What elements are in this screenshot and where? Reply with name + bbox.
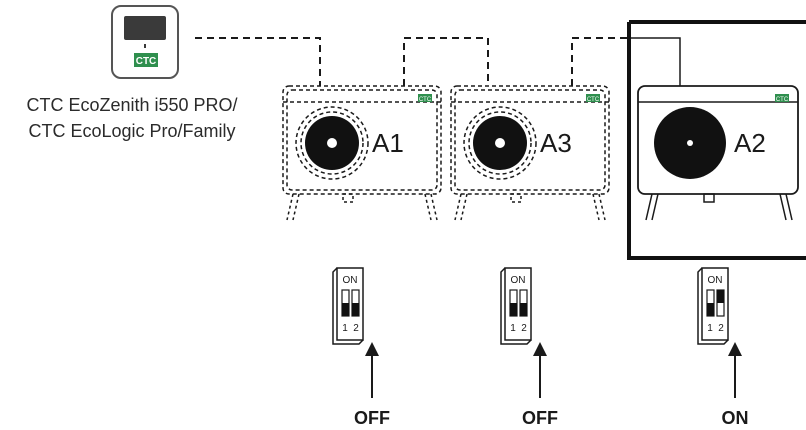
dip-2-label: 2 <box>718 323 724 334</box>
heat-pump-a3: CTC A3 <box>450 85 610 221</box>
controller-caption-line2: CTC EcoLogic Pro/Family <box>28 121 236 141</box>
fan-icon <box>295 106 369 180</box>
switch-state-a2: ON <box>722 408 749 428</box>
dip-1-label: 1 <box>510 323 516 334</box>
dip-on-label: ON <box>511 275 526 286</box>
controller-caption-line1: CTC EcoZenith i550 PRO/ <box>26 95 238 115</box>
controller-screen <box>124 16 166 40</box>
unit-label-a3: A3 <box>540 128 572 158</box>
ctc-badge-text: CTC <box>587 97 600 103</box>
heat-pump-a2: CTC A2 <box>637 85 799 221</box>
ctc-logo <box>134 53 158 67</box>
unit-label-a1: A1 <box>372 128 404 158</box>
communication-bus <box>195 37 629 86</box>
ctc-badge <box>586 94 600 102</box>
dip-switch-a3: ON 1 2 <box>500 267 532 345</box>
dip-2-label: 2 <box>521 323 527 334</box>
ctc-badge-text: CTC <box>419 97 432 103</box>
heat-pump-a1: CTC A1 <box>282 85 442 221</box>
ctc-logo-text: CTC <box>136 56 157 67</box>
switch-state-a3: OFF <box>522 408 558 428</box>
dip-1-label: 1 <box>342 323 348 334</box>
controller-device: CTC <box>111 5 179 79</box>
dip-switch-a1: ON 1 2 <box>332 267 364 345</box>
ctc-badge <box>418 94 432 102</box>
a2-highlight-frame <box>627 20 806 260</box>
switch-state-a1: OFF <box>354 408 390 428</box>
ctc-badge-text: CTC <box>776 97 789 103</box>
fan-icon <box>654 107 726 179</box>
dip-on-label: ON <box>343 275 358 286</box>
dip-on-label: ON <box>708 275 723 286</box>
dip-1-label: 1 <box>707 323 713 334</box>
dip-switch-a2: ON 1 2 <box>697 267 729 345</box>
ctc-badge <box>775 94 789 102</box>
unit-label-a2: A2 <box>734 128 766 158</box>
fan-icon <box>463 106 537 180</box>
dip-2-label: 2 <box>353 323 359 334</box>
bus-to-a2 <box>629 37 681 86</box>
